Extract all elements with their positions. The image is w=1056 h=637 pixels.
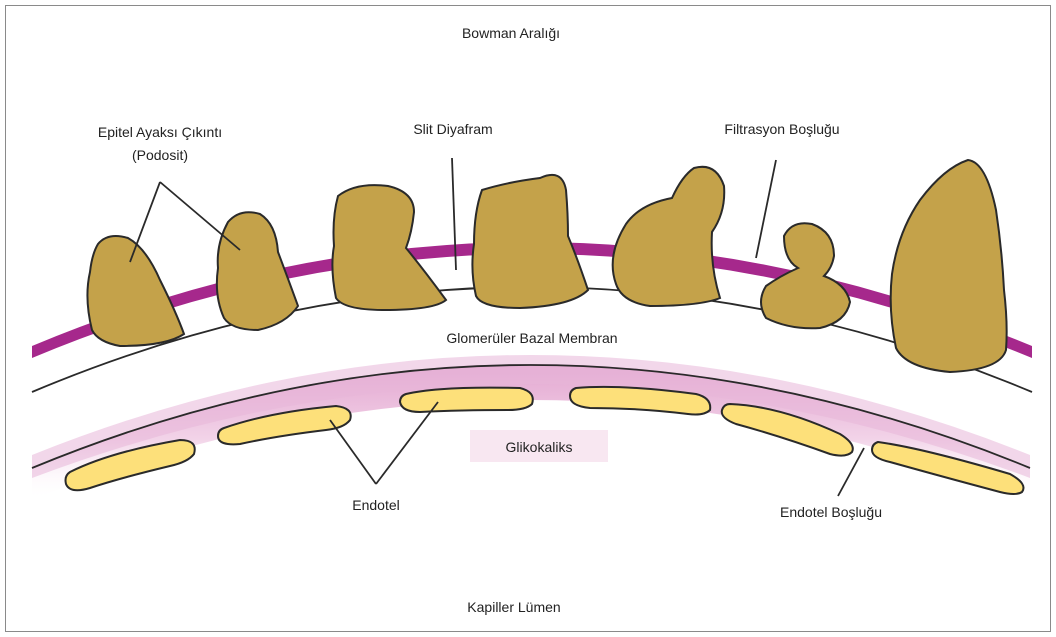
label-podocyte: (Podosit) — [132, 147, 188, 163]
pointer-epitel-right — [160, 182, 240, 250]
label-endothelium: Endotel — [352, 497, 399, 513]
label-bowman-space: Bowman Aralığı — [462, 25, 560, 41]
podocyte-foot-5 — [613, 167, 725, 306]
label-glycocalyx: Glikokaliks — [506, 439, 573, 455]
podocyte-foot-7 — [891, 160, 1007, 372]
label-glomerular-basement-membrane: Glomerüler Bazal Membran — [446, 330, 617, 346]
endothelial-cell-3 — [400, 388, 533, 412]
label-filtration-space: Filtrasyon Boşluğu — [724, 121, 839, 137]
pointer-filtrasyon — [756, 160, 776, 258]
podocyte-foot-1 — [87, 236, 184, 346]
podocyte-foot-4 — [472, 175, 588, 308]
label-capillary-lumen: Kapiller Lümen — [467, 599, 560, 615]
label-endothelial-gap: Endotel Boşluğu — [780, 504, 882, 520]
podocyte-foot-2 — [217, 212, 298, 330]
label-slit-diaphragm: Slit Diyafram — [413, 121, 492, 137]
pointer-endotel-right — [376, 402, 438, 484]
pointer-endotel-left — [330, 420, 376, 484]
label-epithelial-foot-process: Epitel Ayaksı Çıkıntı — [98, 124, 222, 140]
pointer-epitel-left — [130, 182, 160, 262]
